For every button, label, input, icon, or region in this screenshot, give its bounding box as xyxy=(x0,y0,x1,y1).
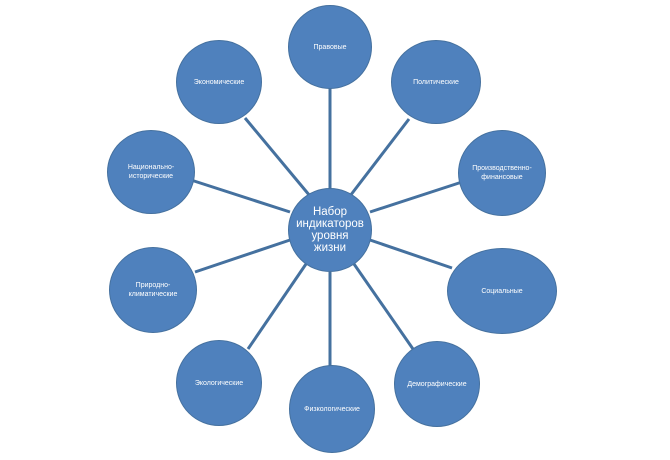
center-node-label: Набор индикаторов уровня жизни xyxy=(296,206,364,254)
connector-demograficheskie xyxy=(352,263,415,350)
connector-nacionalno xyxy=(190,178,291,214)
node-label: Социальные xyxy=(481,287,523,295)
connector-prirodno xyxy=(194,238,291,274)
node-label: Правовые xyxy=(313,43,347,51)
node-demograficheskie: Демографические xyxy=(394,341,480,427)
connector-ekonomicheskie xyxy=(243,117,312,197)
node-ekologicheskie: Экологические xyxy=(176,340,262,426)
connector-proizvodstvenno xyxy=(369,180,463,214)
center-node: Набор индикаторов уровня жизни xyxy=(288,188,372,272)
connector-socialnye xyxy=(369,238,453,270)
node-label: Производственно- финансовые xyxy=(472,165,532,181)
node-label: Демографические xyxy=(407,380,467,388)
node-label: Экологические xyxy=(194,379,244,387)
node-label: Экономические xyxy=(193,78,245,86)
node-label: Политические xyxy=(413,78,459,86)
connector-politicheskie xyxy=(348,118,411,197)
node-label: Физкологические xyxy=(304,405,360,413)
node-proizvodstvenno-finansovye: Производственно- финансовые xyxy=(458,130,546,216)
node-ekonomicheskie: Экономические xyxy=(176,40,262,124)
node-fizkologicheskie: Физкологические xyxy=(289,365,375,453)
node-label: Природно- климатические xyxy=(128,282,178,298)
node-socialnye: Социальные xyxy=(447,248,557,334)
node-pravovye: Правовые xyxy=(288,5,372,89)
node-nacionalno-istoricheskie: Национально- исторические xyxy=(107,130,195,214)
node-label: Национально- исторические xyxy=(127,164,175,180)
node-prirodno-klimaticheskie: Природно- климатические xyxy=(109,247,197,333)
connector-ekologicheskie xyxy=(246,263,308,350)
node-politicheskie: Политические xyxy=(391,40,481,124)
